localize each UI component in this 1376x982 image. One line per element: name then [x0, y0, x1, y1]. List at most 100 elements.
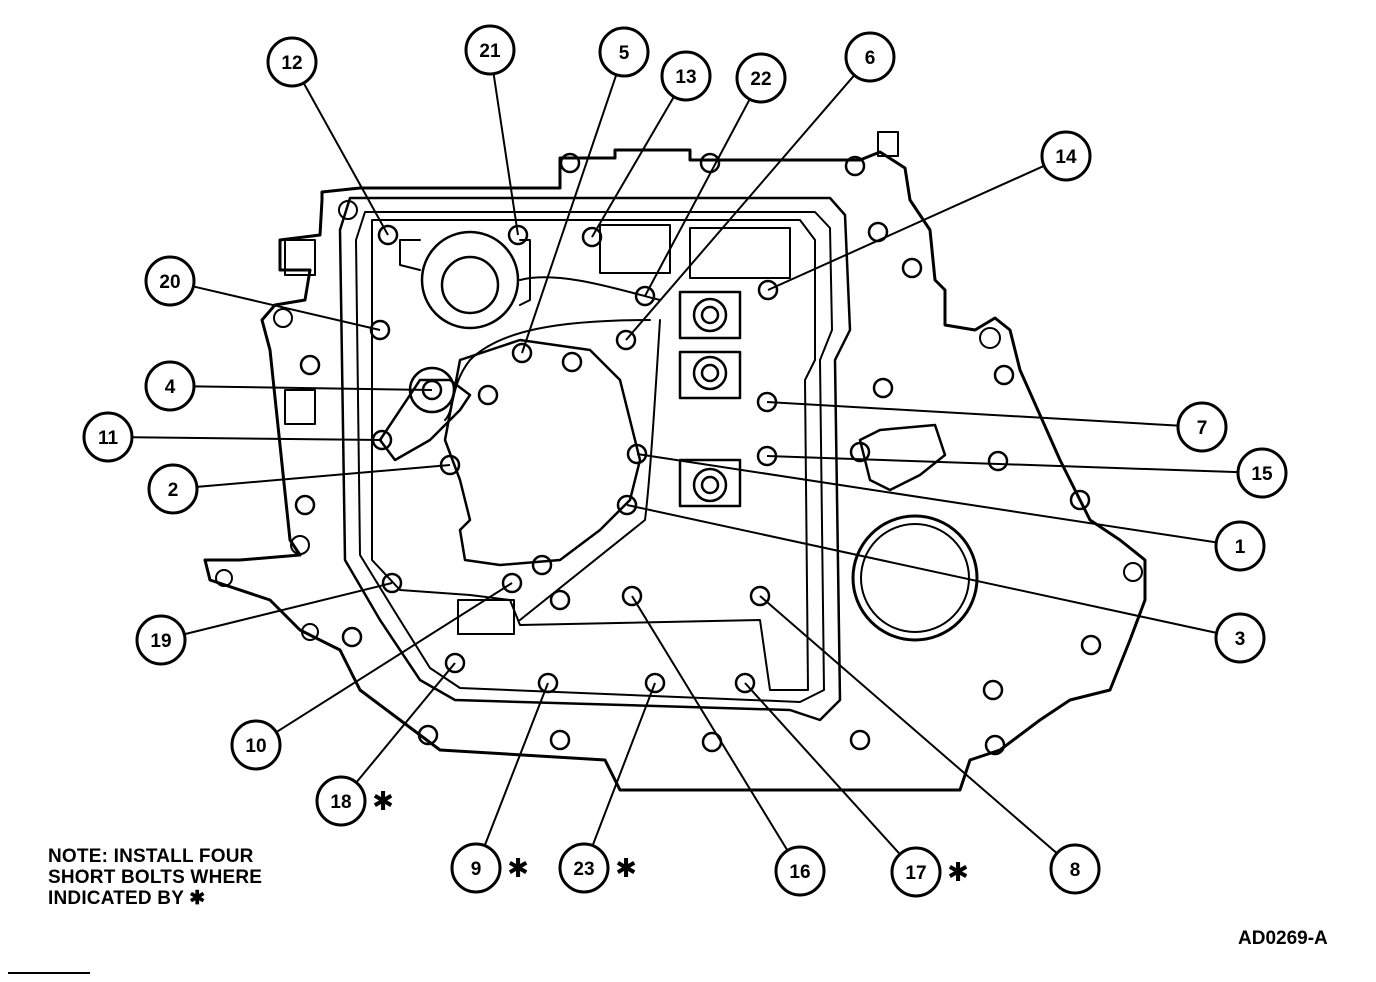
transmission-case-drawing — [203, 131, 1147, 792]
leader-line-17 — [744, 682, 901, 855]
callout-circle — [230, 719, 282, 771]
callout-19: 19 — [135, 614, 187, 666]
callout-circle — [844, 31, 896, 83]
note-line: NOTE: INSTALL FOUR — [48, 846, 254, 867]
callout-6: 6 — [844, 31, 896, 83]
leader-line-3 — [626, 504, 1217, 634]
callout-number: 6 — [865, 48, 876, 69]
callout-circle — [266, 36, 318, 88]
leader-line-1 — [636, 453, 1217, 544]
callout-number: 21 — [479, 41, 501, 62]
leader-line-10 — [275, 582, 513, 734]
leader-line-8 — [759, 595, 1058, 855]
callout-number: 16 — [789, 862, 810, 883]
callout-10: 10 — [230, 719, 282, 771]
leader-line-22 — [644, 98, 751, 297]
callout-circle — [1049, 843, 1101, 895]
callout-number: 19 — [150, 631, 171, 652]
callout-circle — [147, 463, 199, 515]
note-line: SHORT BOLTS WHERE — [48, 867, 263, 888]
callout-number: 12 — [281, 53, 302, 74]
leader-line-20 — [193, 285, 381, 331]
installation-note: NOTE: INSTALL FOUR SHORT BOLTS WHERE IND… — [48, 846, 262, 909]
callout-circle — [464, 24, 516, 76]
callout-circle — [558, 842, 610, 894]
callout-1: 1 — [1214, 520, 1266, 572]
leader-line-16 — [631, 595, 789, 852]
leader-line-9 — [483, 682, 549, 846]
leader-line-2 — [196, 464, 451, 488]
callout-7: 7 — [1176, 401, 1228, 453]
callout-18: 18 ✱ — [315, 775, 394, 827]
callout-14: 14 — [1040, 130, 1092, 182]
callout-circle — [450, 842, 502, 894]
callout-number: 2 — [168, 480, 179, 501]
reference-code: AD0269-A — [1238, 928, 1328, 949]
footer-rule — [8, 972, 90, 974]
callout-circle — [660, 50, 712, 102]
callout-23: 23✱ — [558, 842, 637, 894]
callout-circle — [1214, 612, 1266, 664]
callout-circle — [315, 775, 367, 827]
callout-number: 22 — [750, 69, 771, 90]
callout-circle — [135, 614, 187, 666]
leader-line-5 — [521, 74, 618, 354]
short-bolt-star-icon: ✱ — [615, 854, 637, 884]
callout-8: 8 — [1049, 843, 1101, 895]
leader-line-15 — [766, 455, 1239, 474]
callout-number: 4 — [165, 377, 176, 398]
callout-circle — [774, 845, 826, 897]
callout-number: 3 — [1235, 629, 1246, 650]
callout-number: 20 — [159, 272, 180, 293]
leader-line-4 — [193, 385, 433, 391]
leader-line-7 — [766, 401, 1179, 427]
callout-4: 4 — [144, 360, 196, 412]
callout-leader-lines — [131, 73, 1239, 855]
callout-number: 10 — [245, 736, 266, 757]
callout-circle — [144, 255, 196, 307]
callout-22: 22 — [735, 52, 787, 104]
leader-line-21 — [492, 73, 519, 236]
callout-number: 17 — [905, 863, 926, 884]
callout-number: 11 — [98, 428, 119, 449]
short-bolt-star-icon: ✱ — [372, 787, 394, 817]
leader-line-18 — [355, 662, 456, 784]
callout-number: 8 — [1070, 860, 1081, 881]
callout-5: 5 — [598, 26, 650, 78]
callout-2: 2 — [147, 463, 199, 515]
callout-circle — [735, 52, 787, 104]
callout-number: 1 — [1235, 537, 1246, 558]
callout-number: 7 — [1197, 418, 1208, 439]
callout-circle — [1040, 130, 1092, 182]
callout-9: 9✱ — [450, 842, 529, 894]
leader-line-11 — [131, 436, 383, 441]
callout-11: 11 — [82, 411, 134, 463]
callout-number: 15 — [1251, 464, 1273, 485]
leader-line-6 — [625, 74, 856, 341]
callout-15: 15 — [1236, 447, 1288, 499]
callout-3: 3 — [1214, 612, 1266, 664]
callout-circle — [144, 360, 196, 412]
leader-line-12 — [302, 82, 389, 236]
short-bolt-star-icon: ✱ — [507, 854, 529, 884]
leader-line-19 — [184, 582, 393, 636]
leader-line-13 — [591, 96, 675, 238]
callout-13: 13 — [660, 50, 712, 102]
callout-20: 20 — [144, 255, 196, 307]
callout-number: 18 — [330, 792, 351, 813]
callout-circle — [1214, 520, 1266, 572]
callout-number: 13 — [675, 67, 696, 88]
callout-circle — [82, 411, 134, 463]
note-line: INDICATED BY ✱ — [48, 888, 206, 909]
leader-line-14 — [767, 164, 1045, 291]
callout-circle — [1176, 401, 1228, 453]
callout-17: 17✱ — [890, 846, 969, 898]
callout-21: 21 — [464, 24, 516, 76]
callout-circle — [1236, 447, 1288, 499]
callout-number: 14 — [1055, 147, 1077, 168]
callout-12: 12 — [266, 36, 318, 88]
callout-number: 9 — [471, 859, 482, 880]
callout-circle — [890, 846, 942, 898]
